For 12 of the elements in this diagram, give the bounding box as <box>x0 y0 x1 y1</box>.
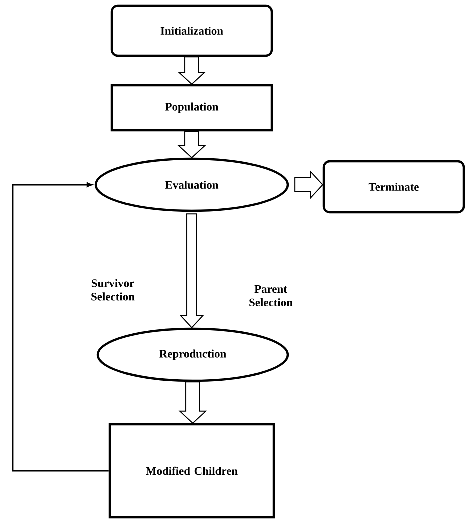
process-box: Modified Children <box>108 423 276 519</box>
block-arrow <box>178 131 206 159</box>
block-arrow <box>178 382 208 424</box>
selection-label: Survivor Selection <box>92 279 135 301</box>
rounded-box: Terminate <box>322 160 466 214</box>
block-arrow <box>178 56 206 86</box>
process-box: Population <box>110 84 274 132</box>
block-arrow <box>180 214 204 329</box>
selection-label: Parent Selection <box>250 285 293 307</box>
rounded-box: Initialization <box>110 4 274 58</box>
block-arrow <box>294 170 324 200</box>
arrow <box>12 182 109 472</box>
